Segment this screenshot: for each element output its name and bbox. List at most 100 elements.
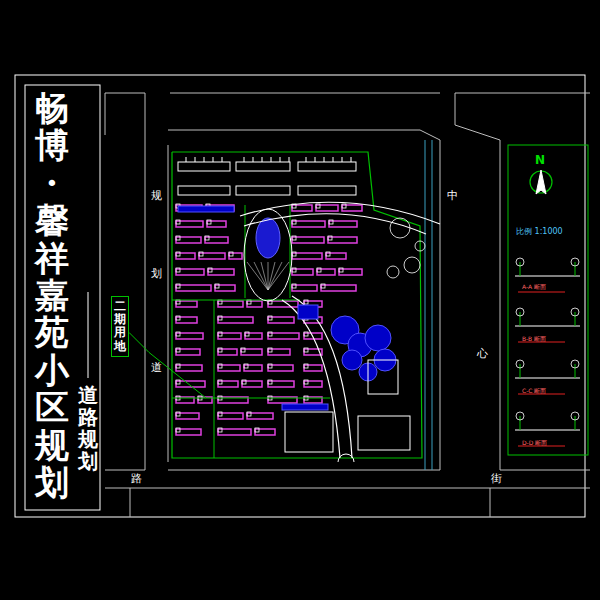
plan-shape (304, 332, 308, 336)
plan-line (440, 140, 441, 470)
plan-shape (292, 236, 296, 240)
plan-line (575, 312, 576, 326)
plan-shape (292, 237, 324, 243)
plan-curve (282, 300, 340, 458)
plan-shape (205, 236, 209, 240)
plan-line (105, 93, 106, 135)
plan-shape (15, 75, 585, 517)
plan-shape (176, 349, 200, 355)
plan-line (271, 157, 272, 162)
plan-line (245, 205, 246, 298)
plan-line (222, 157, 223, 162)
plan-shape (176, 428, 180, 432)
plan-shape (339, 268, 343, 272)
plan-shape (255, 428, 259, 432)
plan-shape (178, 162, 230, 171)
plan-shape (218, 412, 222, 416)
plan-curve (338, 454, 354, 462)
plan-shape (215, 284, 219, 288)
panel-label: C-C 断面 (522, 387, 546, 396)
title-text: 畅博·馨祥嘉苑小区规划 (35, 90, 69, 501)
plan-shape (176, 364, 180, 368)
plan-shape (218, 349, 237, 355)
plan-line (575, 262, 576, 276)
plan-shape (292, 284, 296, 288)
plan-shape (292, 252, 296, 256)
plan-line (500, 470, 590, 471)
plan-circle (415, 241, 425, 251)
plan-line (172, 398, 330, 399)
plan-shape (236, 162, 290, 171)
plan-shape (247, 412, 251, 416)
plan-shape (255, 429, 275, 435)
plan-shape (208, 269, 234, 275)
plan-shape (218, 413, 243, 419)
plan-circle (516, 412, 524, 420)
plan-line (253, 157, 254, 162)
plan-shape (292, 221, 325, 227)
plan-line (268, 262, 289, 290)
plan-shape (176, 429, 201, 435)
plan-line (105, 93, 145, 470)
plan-line (168, 470, 440, 471)
plan-line (280, 157, 281, 162)
plan-shape (268, 364, 272, 368)
plan-line (168, 145, 169, 462)
plan-shape (176, 332, 180, 336)
plan-shape (207, 221, 226, 227)
plan-line (520, 416, 521, 430)
leader-line (129, 332, 206, 398)
plan-shape (268, 348, 272, 352)
plan-shape (342, 204, 346, 208)
plan-shape (218, 365, 240, 371)
plan-shape (329, 221, 357, 227)
plan-shape (292, 220, 296, 224)
plan-line (490, 488, 491, 517)
plan-shape (268, 365, 293, 371)
plan-shape (176, 284, 180, 288)
plan-line (432, 140, 433, 470)
pond (256, 218, 280, 258)
plan-line (351, 157, 352, 162)
plan-shape (176, 252, 180, 256)
road-name: 街 (491, 473, 502, 485)
plan-circle (571, 412, 579, 420)
panel-label: 比例 1:1000 (516, 226, 563, 237)
plan-line (520, 364, 521, 378)
plan-shape (358, 416, 410, 450)
plan-line (172, 152, 422, 458)
plan-line (268, 262, 282, 290)
plan-shape (268, 316, 272, 320)
plan-shape (176, 237, 201, 243)
plan-line (342, 157, 343, 162)
plan-shape (268, 381, 294, 387)
plan-shape (229, 252, 233, 256)
plan-shape (247, 413, 273, 419)
plan-shape (218, 332, 222, 336)
plan-line (262, 157, 263, 162)
plan-shape (176, 333, 203, 339)
plan-shape (176, 268, 180, 272)
subtitle-text: 道路规划 (78, 384, 98, 472)
plan-curve (240, 202, 440, 224)
road-name: 中 (447, 190, 458, 202)
plan-shape (236, 186, 290, 195)
plan-shape (292, 205, 312, 211)
plan-circle (404, 257, 420, 273)
plaza (244, 209, 292, 301)
plan-shape (241, 349, 262, 355)
plan-shape (368, 360, 398, 394)
plan-line (515, 378, 580, 379)
plan-line (306, 157, 307, 162)
plan-shape (285, 412, 333, 452)
plan-shape (321, 285, 356, 291)
plan-shape (218, 316, 222, 320)
plan-shape (176, 285, 211, 291)
plan-line (254, 262, 268, 290)
plan-circle (387, 266, 399, 278)
plan-shape (218, 301, 243, 307)
plan-shape (328, 236, 332, 240)
plan-line (575, 364, 576, 378)
